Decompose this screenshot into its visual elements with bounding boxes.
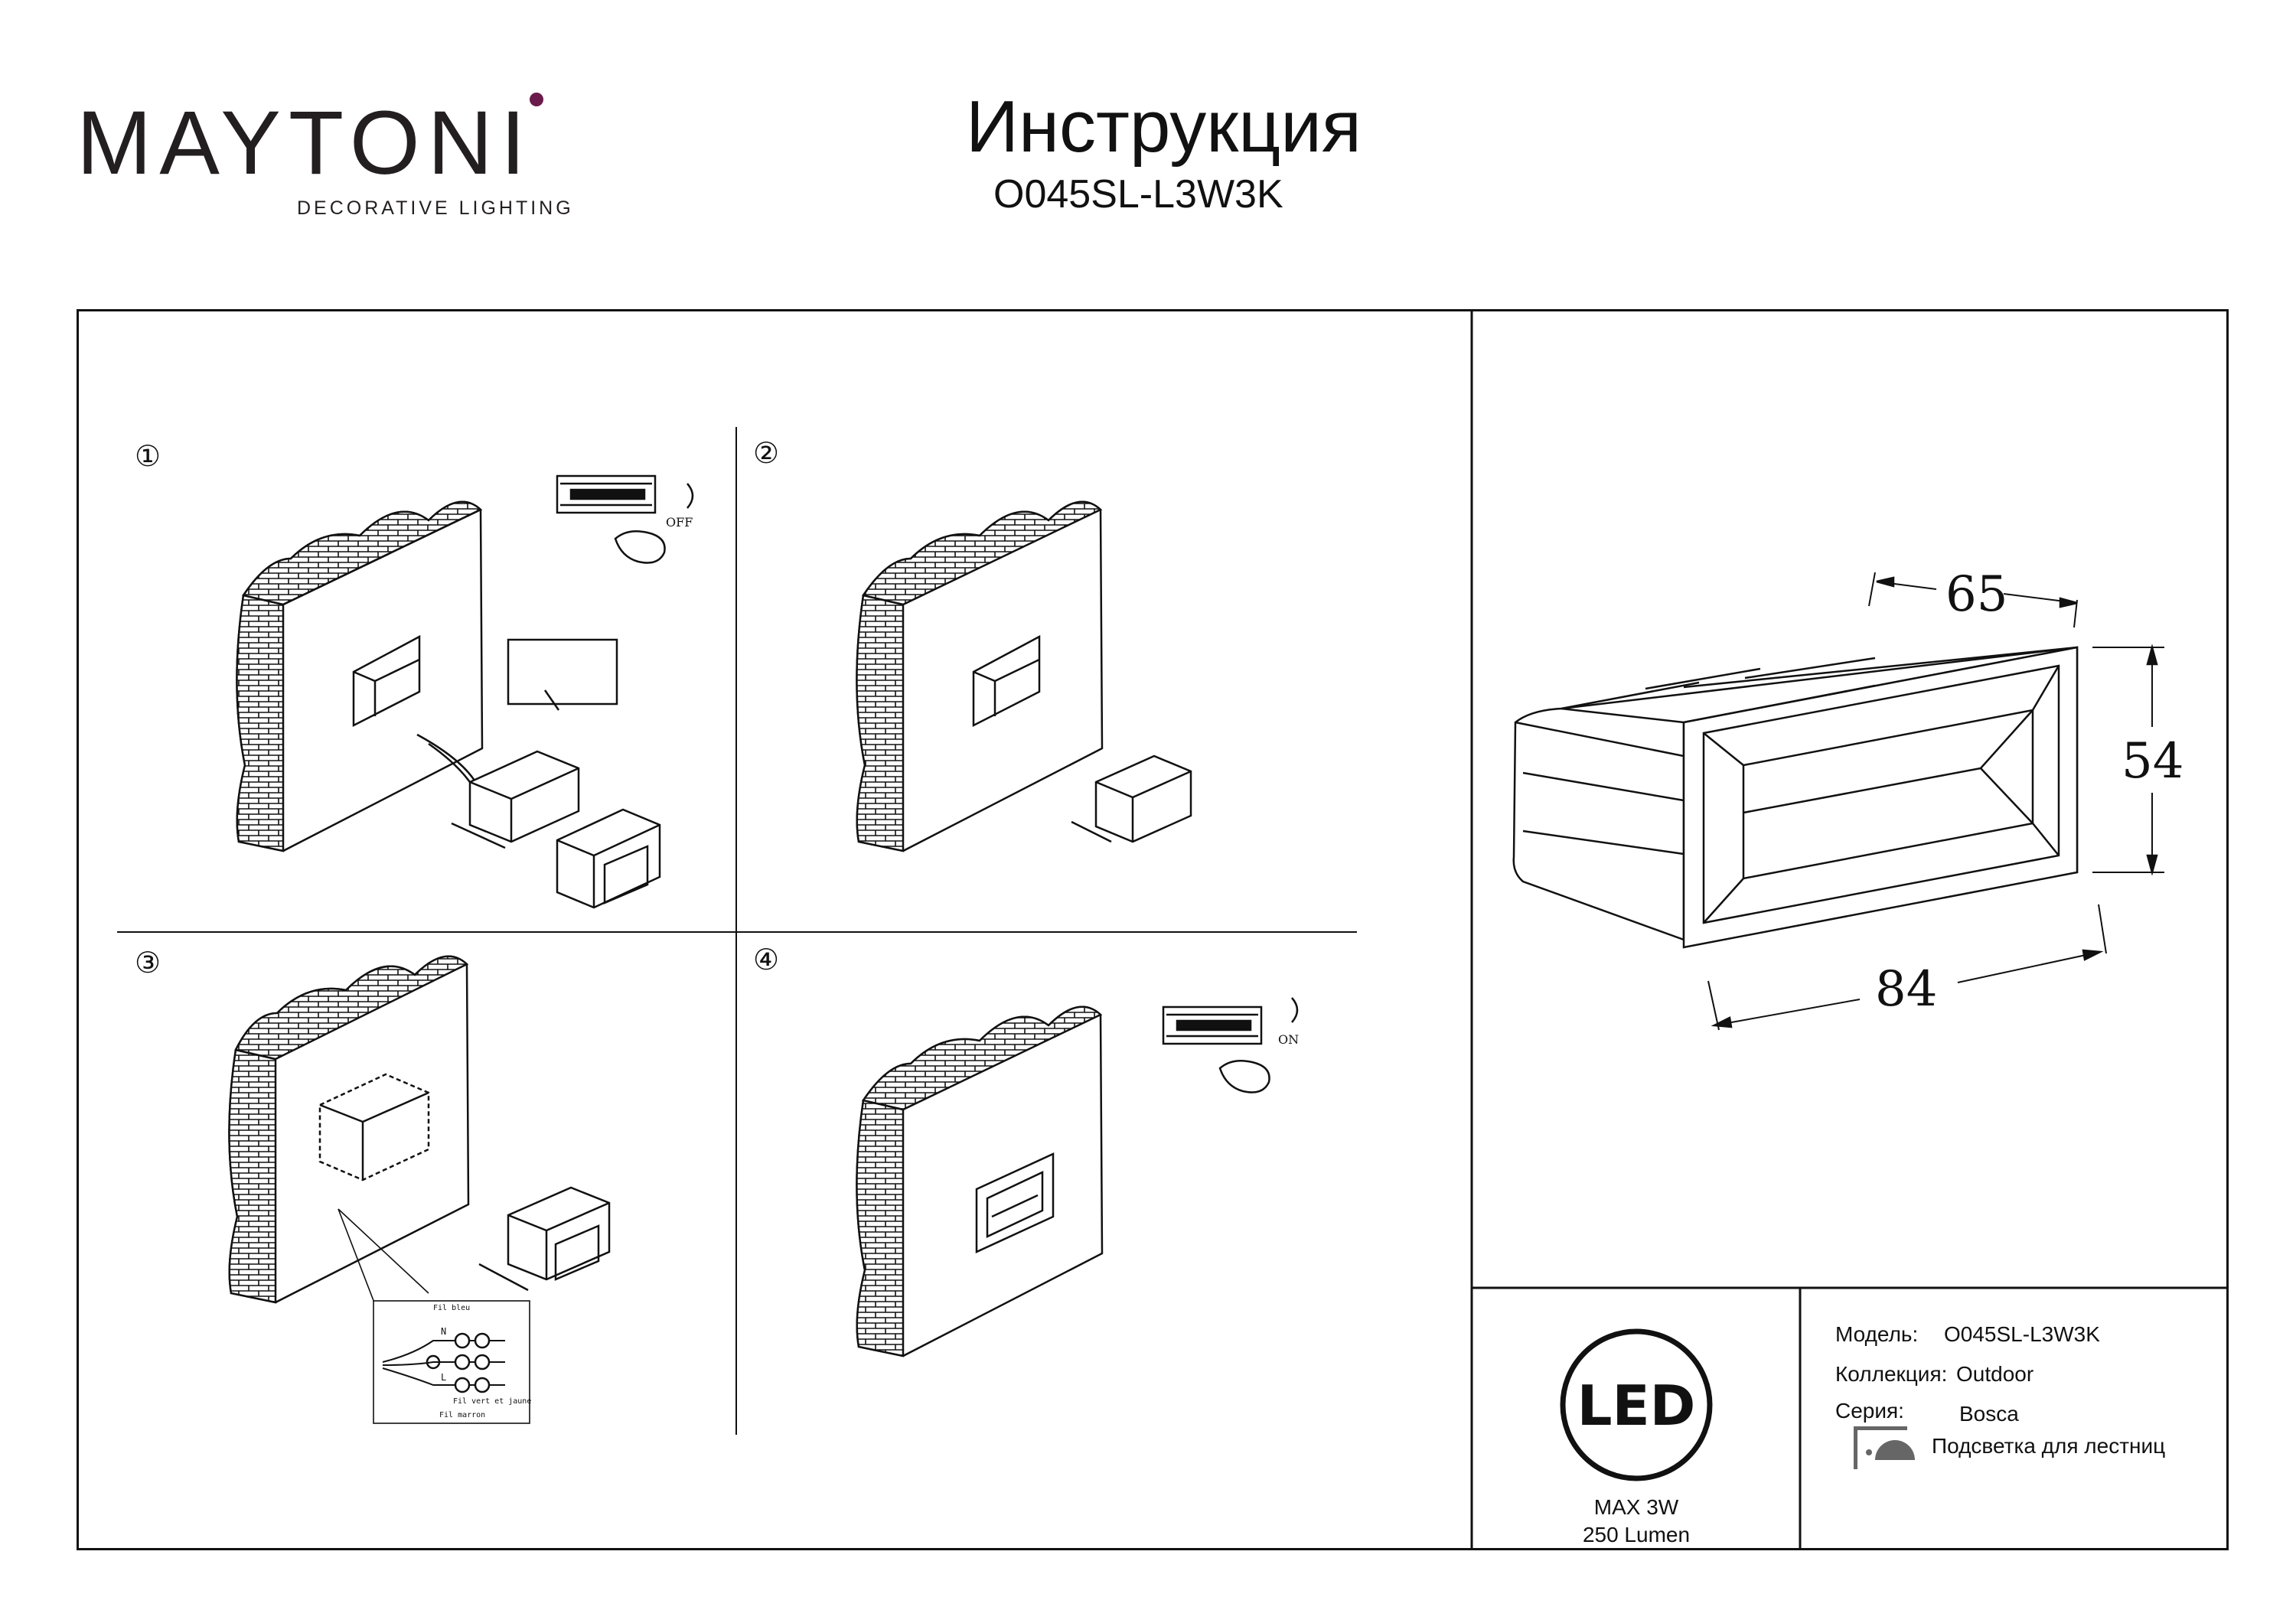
step-3-illustration <box>228 955 611 1424</box>
spec-model-label: Модель: <box>1835 1322 1919 1346</box>
spec-model-value: O045SL-L3W3K <box>1944 1322 2100 1346</box>
dimension-height: 54 <box>2122 733 2183 790</box>
terminal-label-l: L <box>441 1372 446 1383</box>
product-dimension-drawing <box>1512 572 2164 1031</box>
wire-label-brown: Fil marron <box>439 1411 485 1419</box>
step-1-switch-label: OFF <box>666 515 693 530</box>
step-2-number: ② <box>753 436 780 470</box>
step-4-switch-label: ON <box>1278 1032 1299 1047</box>
page-model-code: O045SL-L3W3K <box>993 172 1283 217</box>
wire-label-blue: Fil bleu <box>433 1304 470 1312</box>
led-badge <box>1560 1328 1713 1481</box>
dimension-depth: 65 <box>1945 566 2007 623</box>
step-3-number: ③ <box>135 946 161 979</box>
step-1-illustration <box>236 474 694 909</box>
logo-accent <box>530 93 543 106</box>
led-lumen: 250 Lumen <box>1582 1523 1691 1546</box>
spec-type-value: Подсветка для лестниц <box>1932 1434 2166 1458</box>
led-power: MAX 3W <box>1593 1495 1679 1519</box>
spec-series-label: Серия: <box>1835 1399 1904 1423</box>
spec-series-value: Bosca <box>1959 1402 2019 1426</box>
step-4-number: ④ <box>753 943 780 976</box>
terminal-label-n: N <box>441 1326 446 1337</box>
step-4-illustration <box>856 997 1299 1357</box>
brand-tagline: DECORATIVE LIGHTING <box>297 197 574 219</box>
stair-light-icon <box>1854 1426 1915 1469</box>
switch-panel-icon <box>556 474 657 514</box>
switch-panel-icon <box>1162 1005 1263 1045</box>
spec-collection-label: Коллекция: <box>1835 1362 1948 1386</box>
brand-name: MAYTONI <box>77 93 533 194</box>
led-label: LED <box>1577 1374 1696 1438</box>
hand-icon <box>1218 1060 1270 1093</box>
step-dividers <box>117 427 1357 1435</box>
spec-collection-value: Outdoor <box>1956 1362 2034 1386</box>
wire-label-green-yellow: Fil vert et jaune <box>453 1397 531 1406</box>
brand-logo: MAYTONI <box>77 98 533 188</box>
instruction-frame <box>77 309 2229 1550</box>
hand-icon <box>614 530 666 564</box>
led-icon <box>1560 1328 1713 1481</box>
dimension-width: 84 <box>1875 961 1937 1018</box>
step-2-illustration <box>856 500 1192 852</box>
frame-dividers <box>1470 309 2229 1550</box>
step-1-number: ① <box>135 439 161 473</box>
page-title: Инструкция <box>966 86 1362 168</box>
